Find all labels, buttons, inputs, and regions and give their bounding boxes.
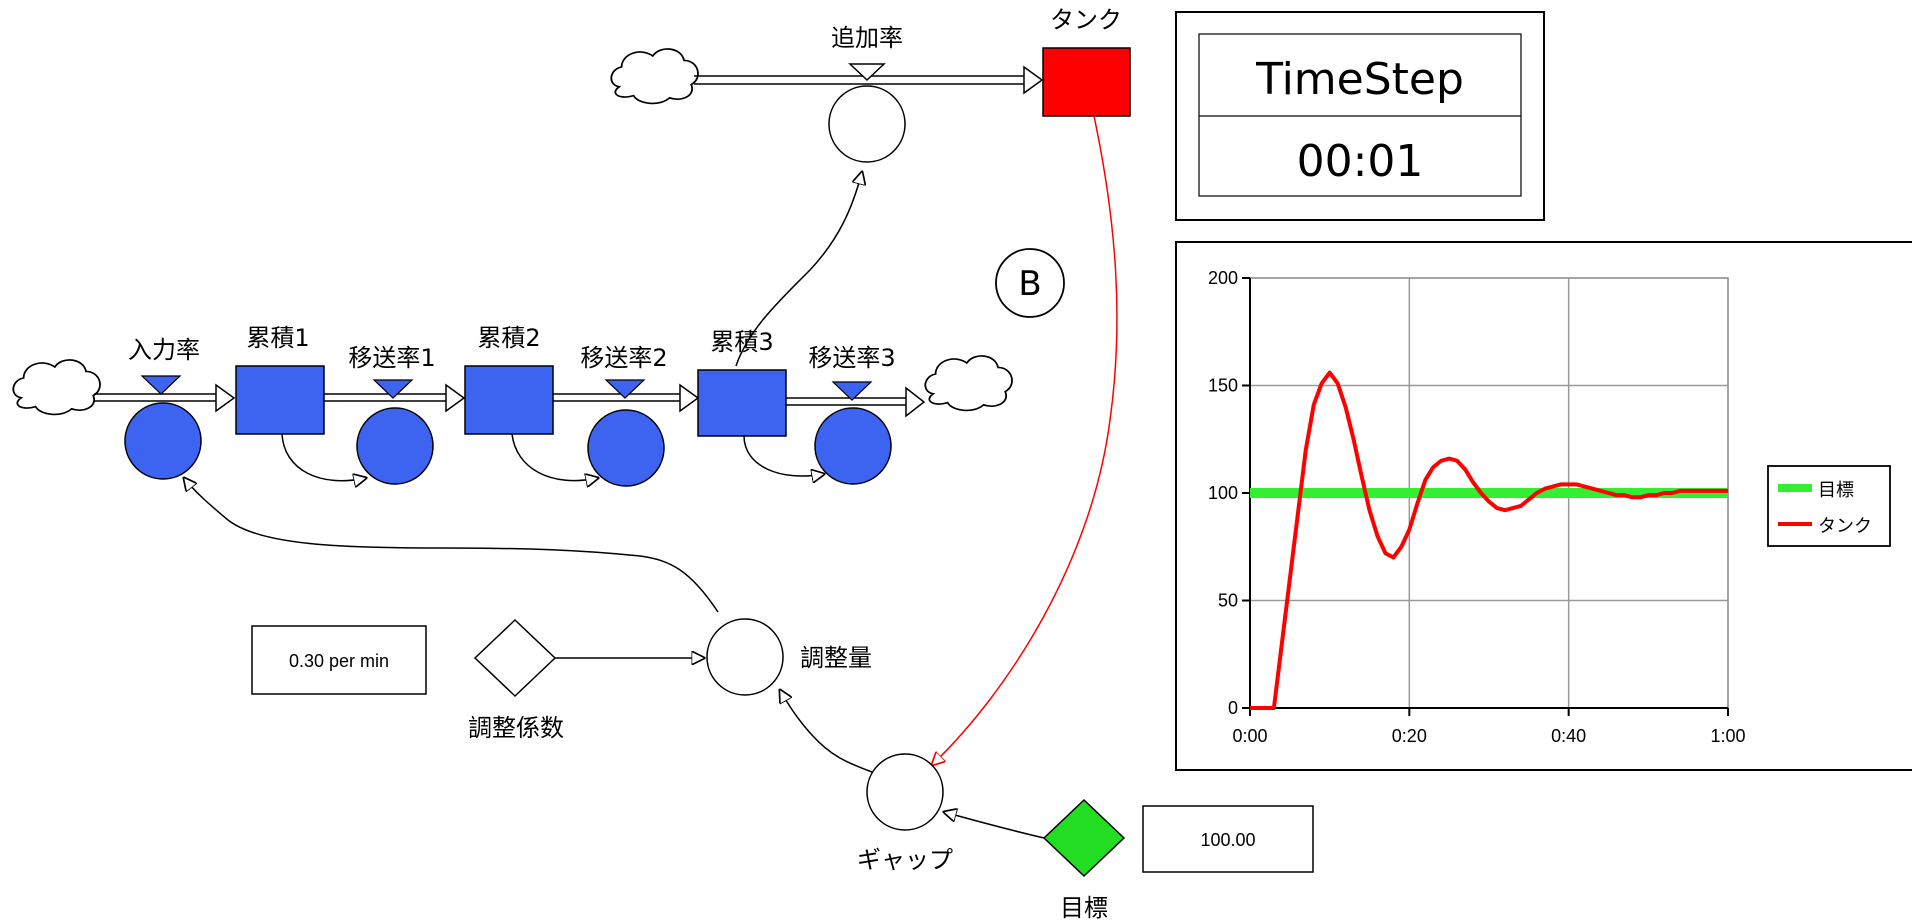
link-acc3-to-add — [735, 172, 862, 367]
timestep-panel: TimeStep 00:01 — [1175, 11, 1545, 221]
stock-tank-label: タンク — [1050, 6, 1122, 34]
rate-transfer2-label: 移送率2 — [580, 344, 667, 372]
y-tick-label: 100 — [1208, 483, 1238, 503]
adjust-factor-value: 0.30 per min — [289, 651, 389, 671]
rate-transfer1[interactable]: 移送率1 — [348, 344, 436, 485]
flow-pipe-add — [694, 65, 1044, 95]
link-acc1-to-transfer1 — [281, 433, 366, 481]
stock-acc3[interactable] — [697, 369, 787, 437]
cloud-source-left — [12, 359, 101, 416]
chart-series — [1250, 370, 1728, 710]
stock-tank[interactable]: タンク — [1042, 6, 1131, 117]
series-line-2 — [1250, 370, 1728, 710]
y-tick-label: 50 — [1218, 591, 1238, 611]
link-acc2-to-transfer2 — [511, 433, 598, 481]
cloud-source-top — [610, 48, 699, 105]
rate-transfer2[interactable]: 移送率2 — [580, 344, 668, 487]
aux-target-label: 目標 — [1060, 894, 1108, 922]
stock-acc2-label: 累積2 — [477, 324, 540, 352]
aux-target[interactable]: 目標 — [1042, 798, 1126, 922]
flow-pipes-chain — [94, 383, 926, 418]
legend-box — [1767, 465, 1891, 547]
cloud-sink-right — [924, 355, 1013, 412]
aux-adjust-factor-diamond — [473, 618, 557, 698]
rate-add-circle — [828, 85, 906, 163]
aux-target-diamond — [1042, 798, 1126, 878]
valve-icon — [140, 375, 182, 395]
stock-acc3-label: 累積3 — [710, 328, 773, 356]
y-tick-label: 150 — [1208, 376, 1238, 396]
valve-icon — [831, 381, 873, 401]
valve-icon — [848, 63, 886, 82]
x-tick-label: 1:00 — [1710, 726, 1745, 746]
aux-adjust-amount-label: 調整量 — [800, 644, 872, 672]
rate-add-label: 追加率 — [831, 24, 903, 52]
rate-transfer3-label: 移送率3 — [808, 344, 895, 372]
stock-acc1[interactable] — [235, 365, 325, 435]
x-tick-label: 0:00 — [1232, 726, 1267, 746]
link-tank-to-gap — [932, 115, 1118, 765]
link-adjust-to-input — [184, 478, 719, 613]
link-gap-to-adjust — [780, 690, 873, 773]
stock-acc2[interactable] — [464, 365, 554, 435]
rate-input-label: 入力率 — [128, 336, 200, 364]
legend-label: 目標 — [1818, 480, 1854, 500]
rate-add[interactable]: 追加率 — [828, 24, 906, 163]
rate-input[interactable]: 入力率 — [124, 336, 202, 480]
valve-icon — [604, 379, 646, 399]
adjust-factor-input[interactable] — [251, 625, 427, 695]
aux-gap[interactable]: ギャップ — [857, 753, 953, 874]
link-target-to-gap — [944, 812, 1045, 839]
loop-label-text: B — [1018, 264, 1041, 304]
timestep-title: TimeStep — [1255, 54, 1464, 105]
legend-label: タンク — [1818, 516, 1872, 536]
valve-icon — [372, 379, 414, 399]
y-tick-label: 0 — [1228, 698, 1238, 718]
rate-transfer3[interactable]: 移送率3 — [808, 344, 896, 485]
link-acc3-to-transfer3 — [743, 435, 824, 476]
target-value: 100.00 — [1200, 830, 1255, 850]
rate-transfer1-label: 移送率1 — [348, 344, 435, 372]
x-tick-label: 0:40 — [1551, 726, 1586, 746]
aux-adjust-factor-label: 調整係数 — [468, 714, 564, 742]
target-value-input[interactable] — [1142, 805, 1314, 873]
aux-adjust-factor[interactable]: 調整係数 — [468, 618, 564, 742]
timestep-value: 00:01 — [1297, 136, 1424, 187]
x-tick-label: 0:20 — [1392, 726, 1427, 746]
loop-label-b: B — [995, 248, 1065, 318]
stock-acc1-label: 累積1 — [246, 324, 309, 352]
y-tick-label: 200 — [1208, 268, 1238, 288]
aux-gap-label: ギャップ — [857, 846, 953, 874]
aux-adjust-amount[interactable]: 調整量 — [706, 618, 872, 696]
stock-tank-box — [1042, 47, 1131, 117]
